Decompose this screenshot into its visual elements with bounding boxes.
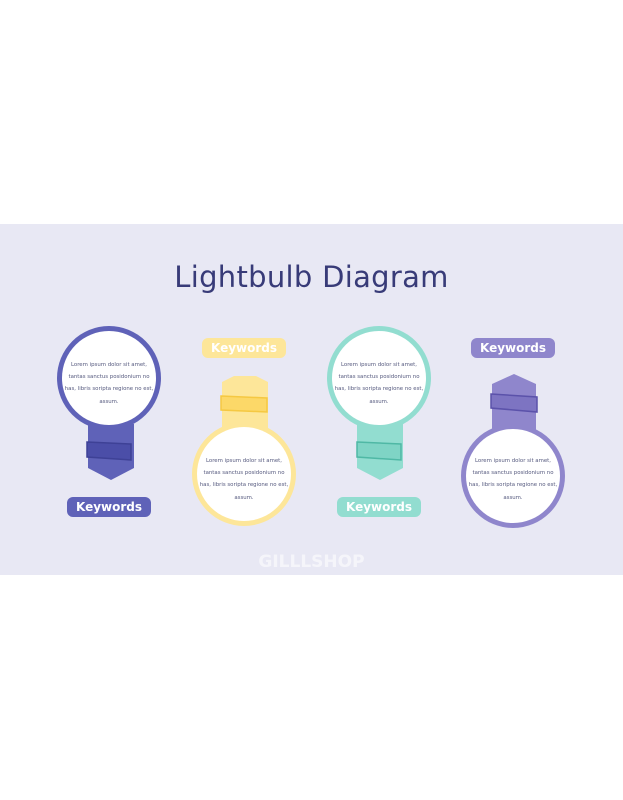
lightbulb-3-shape: [327, 326, 431, 480]
bulb-3-keyword-label: Keywords: [337, 497, 421, 517]
bulb-4-description: Lorem ipsum dolor sit amet, tantas sanct…: [468, 458, 558, 501]
bulb-4-keyword-label: Keywords: [471, 338, 555, 358]
bulb-3-clip: [356, 441, 402, 461]
bulb-1-glass: [62, 331, 156, 425]
bulb-4-glass: [466, 429, 560, 523]
bulb-2-clip: [220, 395, 268, 413]
bulb-3-description: Lorem ipsum dolor sit amet, tantas sanct…: [334, 362, 424, 405]
lightbulb-4-shape: [461, 374, 565, 528]
watermark: GILLLSHOP: [258, 552, 365, 572]
bulb-2-keyword-label: Keywords: [202, 338, 286, 358]
lightbulb-2-shape: [192, 376, 296, 526]
slide: Lightbulb Diagram Lorem ipsum dolor sit …: [0, 224, 623, 575]
slide-title: Lightbulb Diagram: [174, 260, 449, 294]
bulb-2-description: Lorem ipsum dolor sit amet, tantas sanct…: [199, 458, 289, 501]
bulb-1-clip: [86, 441, 132, 461]
bulb-2-glass: [197, 427, 291, 521]
bulb-1-keyword-label: Keywords: [67, 497, 151, 517]
bulb-4-clip: [490, 393, 538, 413]
bulb-3-glass: [332, 331, 426, 425]
lightbulb-diagram: [57, 326, 565, 528]
bulb-1-description: Lorem ipsum dolor sit amet, tantas sanct…: [64, 362, 154, 405]
lightbulb-1-shape: [57, 326, 161, 480]
